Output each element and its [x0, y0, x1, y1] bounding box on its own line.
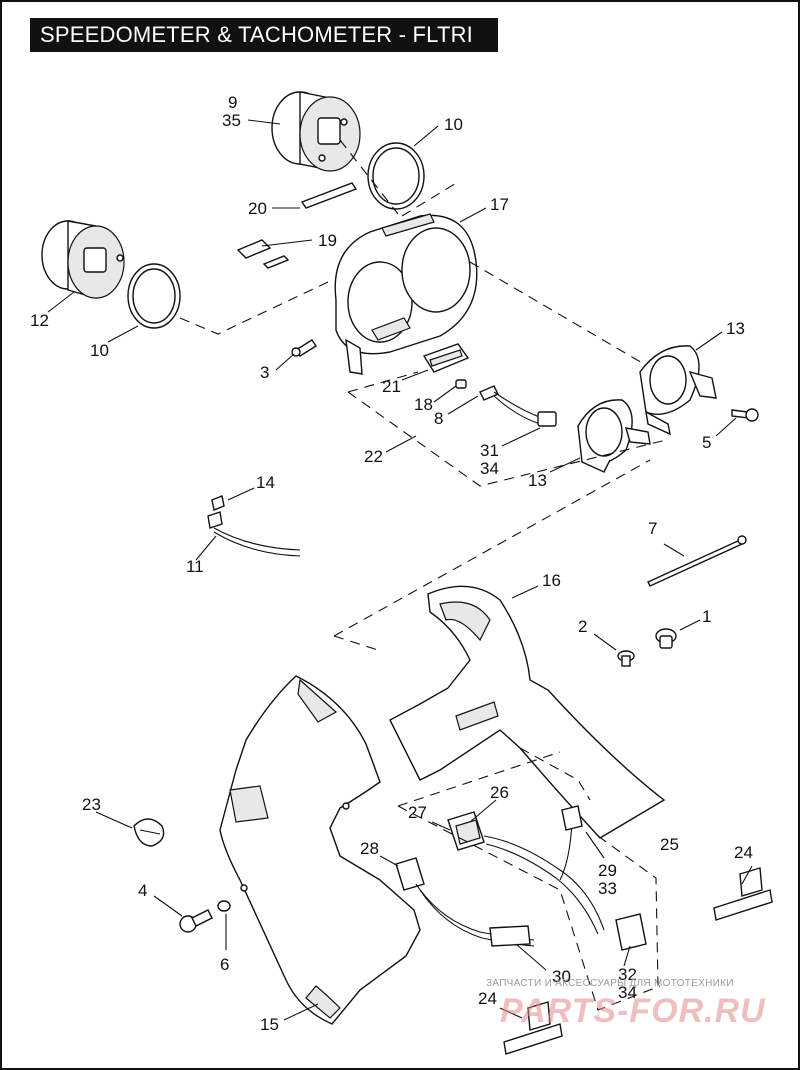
callout-25: 25	[660, 835, 679, 854]
connector-block[interactable]	[422, 343, 470, 373]
watermark-tagline: ЗАПЧАСТИ И АКСЕССУАРЫ ДЛЯ МОТОТЕХНИКИ	[486, 978, 734, 989]
push-pin-2[interactable]	[617, 650, 635, 667]
inner-fairing-cap[interactable]	[389, 585, 666, 839]
callout-28: 28	[360, 839, 379, 858]
callout-19: 19	[318, 231, 337, 250]
callout-24-right: 24	[734, 843, 753, 862]
gauge-bracket-right[interactable]	[639, 345, 717, 436]
callout-31: 31	[480, 441, 499, 460]
watermark-logo: PARTS-FOR.RU	[500, 992, 766, 1030]
callout-10-lower: 10	[90, 341, 109, 360]
callout-21: 21	[382, 377, 401, 396]
callout-4: 4	[138, 881, 147, 900]
callout-10-upper: 10	[444, 115, 463, 134]
callout-24-left: 24	[478, 989, 497, 1008]
screw-4[interactable]	[179, 909, 213, 933]
wire-clip[interactable]	[133, 818, 165, 847]
callout-15: 15	[260, 1015, 279, 1034]
callout-23: 23	[82, 795, 101, 814]
gauge-gasket-ring-upper[interactable]	[367, 142, 425, 210]
callout-8: 8	[434, 409, 443, 428]
callout-35: 35	[222, 111, 241, 130]
callout-17: 17	[490, 195, 509, 214]
callout-27: 27	[408, 803, 427, 822]
indicator-bulb-harness[interactable]	[455, 379, 557, 427]
callout-26: 26	[490, 783, 509, 802]
tachometer-gauge[interactable]	[41, 220, 125, 299]
assembly-lines	[179, 139, 667, 1011]
callout-18: 18	[414, 395, 433, 414]
callout-34-upper: 34	[480, 459, 499, 478]
callout-13-right: 13	[726, 319, 745, 338]
callout-12: 12	[30, 311, 49, 330]
callout-32: 32	[618, 965, 637, 984]
callout-14: 14	[256, 473, 275, 492]
callout-1: 1	[702, 607, 711, 626]
cable-strap[interactable]	[647, 535, 747, 587]
gauge-clips[interactable]	[236, 239, 290, 269]
outer-fairing-panel[interactable]	[219, 675, 421, 1025]
callout-13-left: 13	[528, 471, 547, 490]
callout-labels: 9 35 10 20 17 19 12 10 3 21 18 8 13 5 22…	[30, 93, 753, 1034]
secondary-wiring-harness[interactable]	[395, 857, 535, 947]
callout-20: 20	[248, 199, 267, 218]
screw-3[interactable]	[291, 339, 317, 357]
speedometer-gauge[interactable]	[271, 91, 361, 172]
foam-strip[interactable]	[300, 182, 358, 209]
callout-33: 33	[598, 879, 617, 898]
screw-5[interactable]	[731, 408, 759, 422]
callout-16: 16	[542, 571, 561, 590]
callout-30: 30	[552, 967, 571, 986]
callout-5: 5	[702, 433, 711, 452]
mount-bracket-24-right[interactable]	[713, 867, 773, 921]
callout-29: 29	[598, 861, 617, 880]
callout-34-lower: 34	[618, 983, 637, 1002]
callout-11: 11	[186, 557, 204, 576]
gauge-bezel-housing[interactable]	[334, 213, 478, 375]
mount-bracket-24-left[interactable]	[503, 1001, 563, 1055]
main-wiring-harness[interactable]	[447, 805, 647, 951]
callout-7: 7	[648, 519, 657, 538]
callout-6: 6	[220, 955, 229, 974]
gauge-bracket-left[interactable]	[577, 399, 651, 473]
callout-2: 2	[578, 617, 587, 636]
gauge-gasket-ring-lower[interactable]	[127, 263, 181, 329]
bulb-and-wire-tie[interactable]	[207, 495, 301, 557]
push-pin-1[interactable]	[655, 628, 677, 649]
callout-3: 3	[260, 363, 269, 382]
page-title: SPEEDOMETER & TACHOMETER - FLTRI	[30, 18, 498, 52]
washer-6[interactable]	[217, 900, 231, 912]
callout-leaders	[47, 119, 753, 1021]
callout-9: 9	[228, 93, 237, 112]
callout-22: 22	[364, 447, 383, 466]
